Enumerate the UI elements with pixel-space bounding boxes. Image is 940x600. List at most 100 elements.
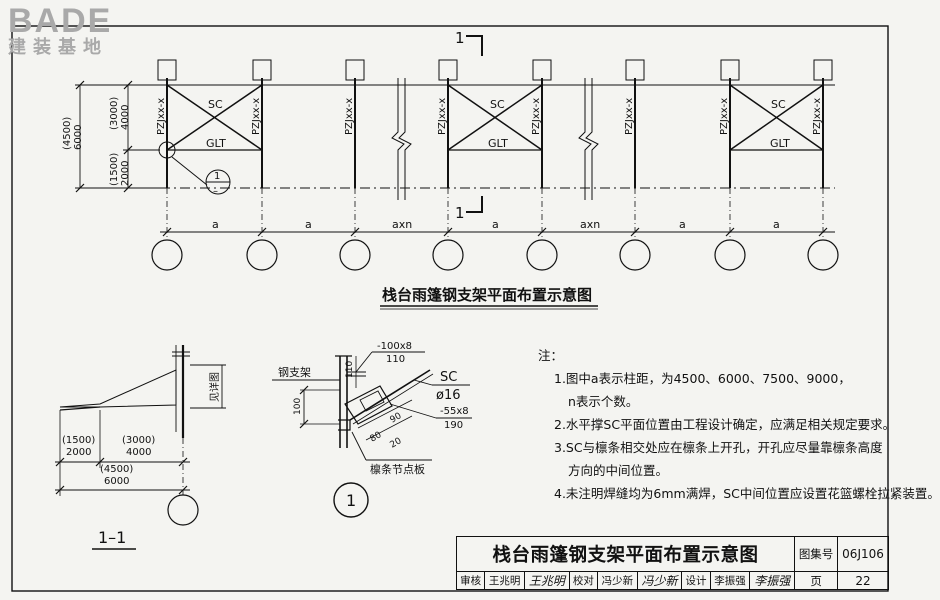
detail-callout-leader: [171, 156, 208, 186]
detail-d110: 110: [345, 361, 355, 378]
beam-label: GLT: [488, 137, 508, 150]
detail-node-plate: 檩条节点板: [370, 462, 425, 476]
column-label: PZJxx-x: [531, 98, 542, 135]
title-block-table: 栈台雨篷钢支架平面布置示意图 图集号 06J106 审核 王兆明 王兆明 校对 …: [455, 536, 889, 590]
section-dim-left-line2: 2000: [66, 447, 91, 458]
dim-total-line2: 6000: [73, 125, 84, 150]
detail-brace-rod-edge: [352, 373, 434, 425]
plan-labels: 1 1 PZJxx-x PZJxx-x PZJxx-x PZJxx-x PZJx…: [62, 29, 823, 304]
section-dim-left-line1: (1500): [62, 435, 95, 446]
section-cut-marks: [466, 35, 483, 213]
designer-signature: 李振强: [749, 571, 796, 590]
section-label: 1–1: [98, 528, 126, 547]
beam-label: GLT: [206, 137, 226, 150]
atlas-number: 06J106: [837, 536, 889, 572]
detail-ref-bottom: –: [213, 186, 218, 197]
span-label: a: [773, 218, 780, 231]
section-dim-tick: [55, 457, 65, 467]
page-number: 22: [837, 571, 889, 590]
check-label: 校对: [568, 571, 598, 590]
column-label: PZJxx-x: [437, 98, 448, 135]
note-item: 3.SC与檩条相交处应在檩条上开孔，开孔应尽量靠檩条高度: [554, 440, 883, 455]
designer-name: 李振强: [709, 571, 751, 590]
detail-number-circle: [333, 482, 369, 518]
note-item: 1.图中a表示柱距，为4500、6000、7500、9000，: [554, 371, 851, 386]
column-label: PZJxx-x: [156, 98, 167, 135]
section-dim-right-line1: (3000): [122, 435, 155, 446]
section-dim-right-line2: 4000: [126, 447, 151, 458]
span-label: a: [305, 218, 312, 231]
span-label: axn: [580, 218, 600, 231]
span-label: a: [492, 218, 499, 231]
dim-lower-line2: 2000: [120, 161, 131, 186]
checker-name: 冯少新: [596, 571, 638, 590]
detail-dim-angled: [357, 399, 413, 429]
detail-plate-top: -100x8: [377, 341, 412, 352]
detail-node-plate: [344, 385, 393, 425]
section-dim-tick: [178, 485, 188, 495]
plan-axis-lines: [166, 188, 824, 240]
detail-leader-plate-top-diag: [355, 351, 373, 373]
plan-axis-circles: [151, 239, 839, 271]
detail-d90: 90: [389, 411, 404, 426]
atlas-label: 图集号: [794, 536, 839, 572]
dim-upper: (3000) 4000: [109, 94, 131, 130]
section-dim-left: (1500) 2000: [62, 435, 98, 458]
drawing-canvas: 1 1 PZJxx-x PZJxx-x PZJxx-x PZJxx-x PZJx…: [11, 25, 889, 592]
note-item: 2.水平撑SC平面位置由工程设计确定，应满足相关规定要求。: [554, 417, 896, 432]
brace-label: SC: [771, 98, 786, 111]
design-label: 设计: [681, 571, 711, 590]
logo-brand: BADE: [8, 2, 113, 40]
note-item: n表示个数。: [568, 394, 639, 409]
notes-heading: 注：: [538, 348, 564, 363]
detail-brace-rod: [349, 369, 431, 421]
section-column-cap: [172, 351, 190, 357]
plan-view: [75, 35, 839, 271]
dim-upper-line2: 4000: [120, 105, 131, 130]
title-block-title: 栈台雨篷钢支架平面布置示意图: [455, 536, 796, 572]
section-dim-tick: [55, 485, 65, 495]
detail-brace: SC: [440, 370, 457, 385]
detail-leader-plate-bottom-diag: [389, 403, 437, 419]
detail-plate-bottom: -55x8: [440, 406, 469, 417]
span-label: a: [679, 218, 686, 231]
note-item: 方向的中间位置。: [568, 463, 669, 478]
note-item: 4.未注明焊缝均为6mm满焊，SC中间位置应设置花篮螺栓拉紧装置。: [554, 486, 940, 501]
section-axis-circle: [167, 494, 199, 526]
detail-d20: 20: [389, 436, 404, 451]
dim-total: (4500) 6000: [62, 114, 84, 150]
review-label: 审核: [455, 571, 486, 590]
section-mark-bottom: 1: [455, 204, 465, 222]
checker-signature: 冯少新: [636, 571, 683, 590]
detail-node-plate-inner: [359, 390, 385, 412]
section-dim-tick: [95, 457, 105, 467]
dim-lower: (1500) 2000: [109, 150, 131, 186]
dim-total-line1: (4500): [62, 117, 73, 150]
drawing-frame: [11, 25, 889, 592]
section-canopy-edge: [59, 406, 101, 411]
plan-title: 栈台雨篷钢支架平面布置示意图: [382, 286, 592, 304]
plan-break-lines: [391, 78, 599, 200]
section-dim-total-line2: 6000: [104, 476, 129, 487]
section-labels: 见详图 (1500) 2000 (3000) 4000 (4500) 6000 …: [62, 372, 221, 547]
section-view: [55, 345, 226, 526]
detail-plate-bottom-len: 190: [444, 420, 463, 431]
column-label: PZJxx-x: [719, 98, 730, 135]
brace-label: SC: [490, 98, 505, 111]
plan-columns: [166, 78, 824, 188]
brace-label: SC: [208, 98, 223, 111]
dim-upper-line1: (3000): [109, 97, 120, 130]
detail-plate-top-len: 110: [386, 354, 405, 365]
column-label: PZJxx-x: [812, 98, 823, 135]
detail-callout-circle: [158, 141, 176, 159]
detail-ref-top: 1: [214, 171, 220, 182]
plan-column-caps: [157, 59, 833, 81]
section-dim-right: (3000) 4000: [122, 435, 158, 458]
beam-label: GLT: [770, 137, 790, 150]
logo-tagline: 建装基地: [8, 37, 108, 58]
logo: BADE 建装基地: [8, 4, 148, 58]
detail-view: [272, 351, 472, 518]
detail-labels: 钢支架 -100x8 110 110 SC ø16 -55x8 190 100 …: [278, 341, 469, 510]
column-label: PZJxx-x: [251, 98, 262, 135]
page-label: 页: [794, 571, 839, 590]
